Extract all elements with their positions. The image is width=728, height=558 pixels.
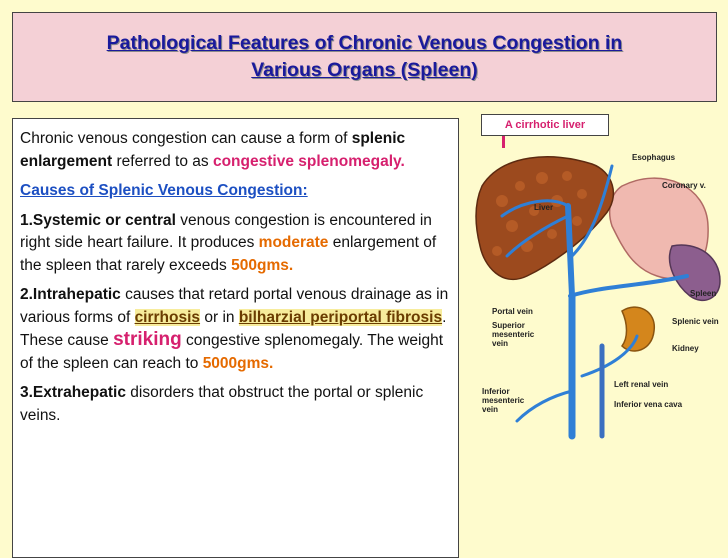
point-1: 1.Systemic or central venous congestion …: [20, 210, 452, 278]
point-2-bilharzial: bilharzial periportal fibrosis: [238, 308, 443, 326]
kidney-shape: [621, 306, 655, 352]
label-coronary: Coronary v.: [662, 181, 706, 190]
point-3-title: 3.Extrahepatic: [20, 384, 126, 401]
label-splenic-vein: Splenic vein: [672, 317, 719, 326]
causes-heading-text: Causes of Splenic Venous Congestion:: [20, 182, 308, 199]
caption-pointer: [502, 136, 505, 148]
intro-splenic-enlargement: splenic enlargement: [20, 130, 406, 170]
spleen-shape: [668, 244, 721, 302]
title-line-1: Pathological Features of Chronic Venous …: [106, 32, 623, 54]
intro-text-2: referred to as: [112, 152, 213, 170]
label-superior-2: mesenteric: [492, 330, 535, 339]
point-3: 3.Extrahepatic disorders that obstruct t…: [20, 382, 452, 427]
point-1-weight: 500gms.: [231, 256, 294, 274]
label-ivc: Inferior vena cava: [614, 400, 683, 409]
label-inferior-1: Inferior: [482, 387, 510, 396]
point-3-text: disorders that obstruct the portal or sp…: [20, 384, 424, 424]
point-2-text: causes that retard portal venous drainag…: [20, 286, 449, 326]
title-box: Pathological Features of Chronic Venous …: [12, 12, 717, 102]
point-2-text-4: congestive splenomegaly. The weight of t…: [20, 332, 444, 372]
text-panel: Chronic venous congestion can cause a fo…: [12, 118, 459, 558]
label-kidney: Kidney: [672, 344, 699, 353]
label-liver: Liver: [534, 203, 553, 212]
label-superior-1: Superior: [492, 321, 525, 330]
portal-venous-system-illustration: Esophagus Coronary v. Liver Portal vein …: [475, 153, 721, 440]
point-2-striking: striking: [113, 329, 182, 350]
point-2: 2.Intrahepatic causes that retard portal…: [20, 284, 452, 375]
label-esophagus: Esophagus: [632, 153, 676, 162]
liver-shape: [475, 156, 615, 281]
point-1-text-2: enlargement of the spleen that rarely ex…: [20, 234, 437, 274]
point-2-cirrhosis: cirrhosis: [134, 308, 201, 326]
figure-caption: A cirrhotic liver: [481, 114, 609, 136]
intro-paragraph: Chronic venous congestion can cause a fo…: [20, 128, 452, 173]
point-2-text-3: . These cause: [20, 308, 447, 350]
point-2-title: 2.Intrahepatic: [20, 286, 121, 303]
intro-text: Chronic venous congestion can cause a fo…: [20, 130, 352, 147]
label-superior-3: vein: [492, 339, 508, 348]
label-portal-vein: Portal vein: [492, 307, 533, 316]
intro-congestive-splenomegaly: congestive splenomegaly.: [212, 152, 405, 170]
point-1-title: 1.Systemic or central: [20, 211, 176, 229]
point-1-moderate: moderate: [258, 234, 329, 251]
label-inferior-2: mesenteric: [482, 396, 525, 405]
label-spleen: Spleen: [690, 289, 716, 298]
point-2-weight: 5000gms.: [202, 354, 274, 372]
label-inferior-3: vein: [482, 405, 498, 414]
label-left-renal-vein: Left renal vein: [614, 380, 668, 389]
causes-heading: Causes of Splenic Venous Congestion:: [20, 180, 452, 203]
venous-tree: [500, 164, 689, 440]
title-line-2: Various Organs (Spleen): [251, 59, 478, 81]
point-1-text: venous congestion is encountered in righ…: [20, 211, 432, 252]
point-2-text-2: or in: [200, 308, 239, 326]
